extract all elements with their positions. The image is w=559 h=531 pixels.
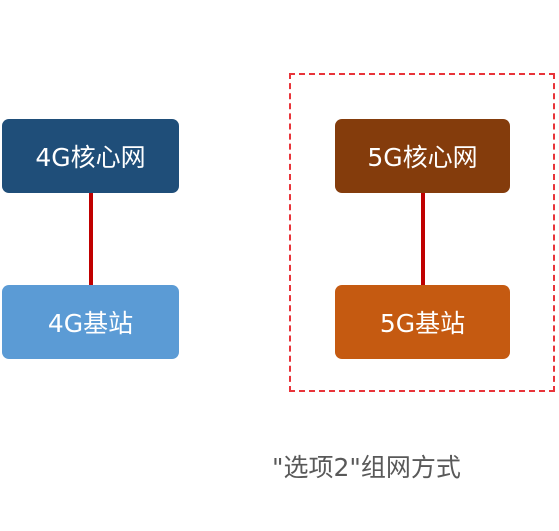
4g-base-station-node: 4G基站 bbox=[2, 285, 179, 359]
5g-base-station-label: 5G基站 bbox=[379, 309, 466, 338]
4g-core-network-node: 4G核心网 bbox=[2, 119, 179, 193]
5g-core-network-label: 5G核心网 bbox=[367, 143, 478, 172]
4g-core-network-label: 4G核心网 bbox=[35, 143, 146, 172]
5g-base-station-node: 5G基站 bbox=[335, 285, 510, 359]
5g-core-network-node: 5G核心网 bbox=[335, 119, 510, 193]
option-2-dashed-frame bbox=[289, 73, 555, 392]
4g-link-line bbox=[89, 193, 93, 285]
diagram-caption: "选项2"组网方式 bbox=[272, 453, 461, 482]
5g-link-line bbox=[421, 193, 425, 285]
4g-base-station-label: 4G基站 bbox=[47, 309, 134, 338]
